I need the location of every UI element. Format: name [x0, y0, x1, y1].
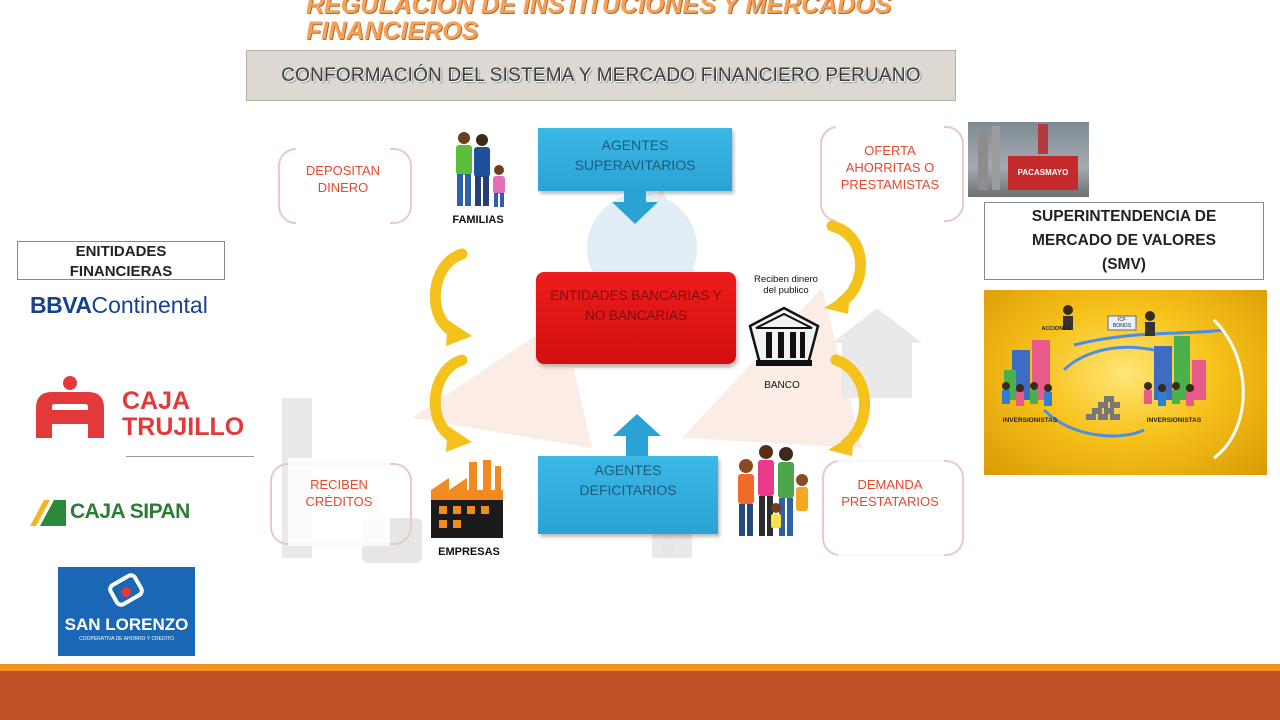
footer-accent-line	[0, 664, 1280, 671]
label-reciben-creditos: RECIBEN CRÉDITOS	[305, 477, 373, 509]
entities-header-text: ENITIDADES FINANCIERAS	[69, 243, 173, 280]
box-agentes-deficitarios: AGENTES DEFICITARIOS	[538, 456, 718, 534]
san-lorenzo-emblem-icon	[108, 573, 144, 607]
box-entidades-bancarias: ENTIDADES BANCARIAS Y NO BANCARIAS	[536, 272, 736, 364]
label-banco: BANCO	[764, 380, 800, 391]
bbva-continental-logo: BBVAContinental	[30, 292, 230, 322]
financial-flow-diagram: DEPOSITAN DINERO RECIBEN CRÉDITOS OFERTA…	[262, 118, 982, 576]
smv-label-text: SUPERINTENDENCIA DE MERCADO DE VALORES (…	[1031, 208, 1217, 273]
photo-sign-text: PACASMAYO	[1017, 168, 1069, 177]
text-agentes-superavitarios: AGENTES SUPERAVITARIOS	[574, 137, 696, 173]
caja-sipan-text: CAJA SIPAN	[70, 500, 190, 523]
smv-label-box: SUPERINTENDENCIA DE MERCADO DE VALORES (…	[984, 202, 1264, 280]
smv-illustration: ACCIONES ICF BONOS INVERSIONISTAS INVERS…	[984, 290, 1267, 475]
slide-title: REGULACIÓN DE INSTITUCIONES Y MERCADOS F…	[306, 0, 892, 45]
box-agentes-superavitarios: AGENTES SUPERAVITARIOS	[538, 128, 732, 191]
bank-building-icon	[748, 306, 820, 366]
label-demanda-prestatarios: DEMANDA PRESTATARIOS	[841, 477, 939, 509]
caja-trujillo-text-a: CAJA	[122, 387, 191, 415]
label-oferta-ahorristas: OFERTA AHORRITAS O PRESTAMISTAS	[840, 143, 940, 192]
curved-arrow-left-bottom-icon	[429, 354, 472, 452]
factory-icon	[431, 460, 503, 538]
caja-sipan-emblem-icon	[30, 500, 66, 526]
arrow-down-icon	[612, 190, 658, 224]
san-lorenzo-logo: SAN LORENZO COOPERATIVA DE AHORRO Y CRED…	[58, 567, 195, 656]
investors-flow-illustration	[1002, 305, 1245, 460]
caja-trujillo-emblem-icon	[36, 376, 104, 438]
label-reciben-dinero: Reciben dinero del publico	[754, 274, 818, 296]
bbva-logo-text: BBVA	[30, 292, 92, 318]
footer-bar	[0, 671, 1280, 720]
curved-arrow-right-top-icon	[824, 220, 867, 314]
cement-plant-photo: PACASMAYO	[968, 122, 1089, 197]
text-entidades-bancarias: ENTIDADES BANCARIAS Y NO BANCARIAS	[550, 288, 722, 323]
san-lorenzo-subtext: COOPERATIVA DE AHORRO Y CREDITO	[79, 636, 174, 642]
smv-inversionistas-left: INVERSIONISTAS	[1002, 417, 1058, 424]
arrow-up-icon	[613, 414, 661, 456]
entities-header-box: ENITIDADES FINANCIERAS	[17, 241, 225, 280]
smv-inversionistas-right: INVERSIONISTAS	[1146, 417, 1202, 424]
caja-trujillo-text-b: TRUJILLO	[122, 413, 245, 441]
label-empresas: EMPRESAS	[438, 546, 500, 558]
family-icon	[456, 132, 505, 207]
continental-logo-text: Continental	[91, 292, 208, 318]
label-depositan-dinero: DEPOSITAN DINERO	[305, 163, 381, 195]
caja-trujillo-logo: CAJA TRUJILLO	[32, 374, 256, 446]
san-lorenzo-text: SAN LORENZO	[64, 615, 189, 634]
text-agentes-deficitarios: AGENTES DEFICITARIOS	[579, 462, 677, 498]
curved-arrow-left-top-icon	[429, 248, 472, 346]
caja-sipan-logo: CAJA SIPAN	[30, 498, 200, 528]
divider-line	[126, 456, 254, 457]
label-familias: FAMILIAS	[452, 214, 504, 226]
smv-acciones-label: ACCIONES	[1041, 326, 1071, 332]
curved-arrow-right-bottom-icon	[828, 354, 870, 456]
smv-bonos-label: ICF BONOS	[1112, 317, 1132, 329]
people-group-icon	[738, 445, 808, 536]
subtitle-text: CONFORMACIÓN DEL SISTEMA Y MERCADO FINAN…	[281, 64, 921, 86]
subtitle-banner: CONFORMACIÓN DEL SISTEMA Y MERCADO FINAN…	[246, 50, 956, 101]
